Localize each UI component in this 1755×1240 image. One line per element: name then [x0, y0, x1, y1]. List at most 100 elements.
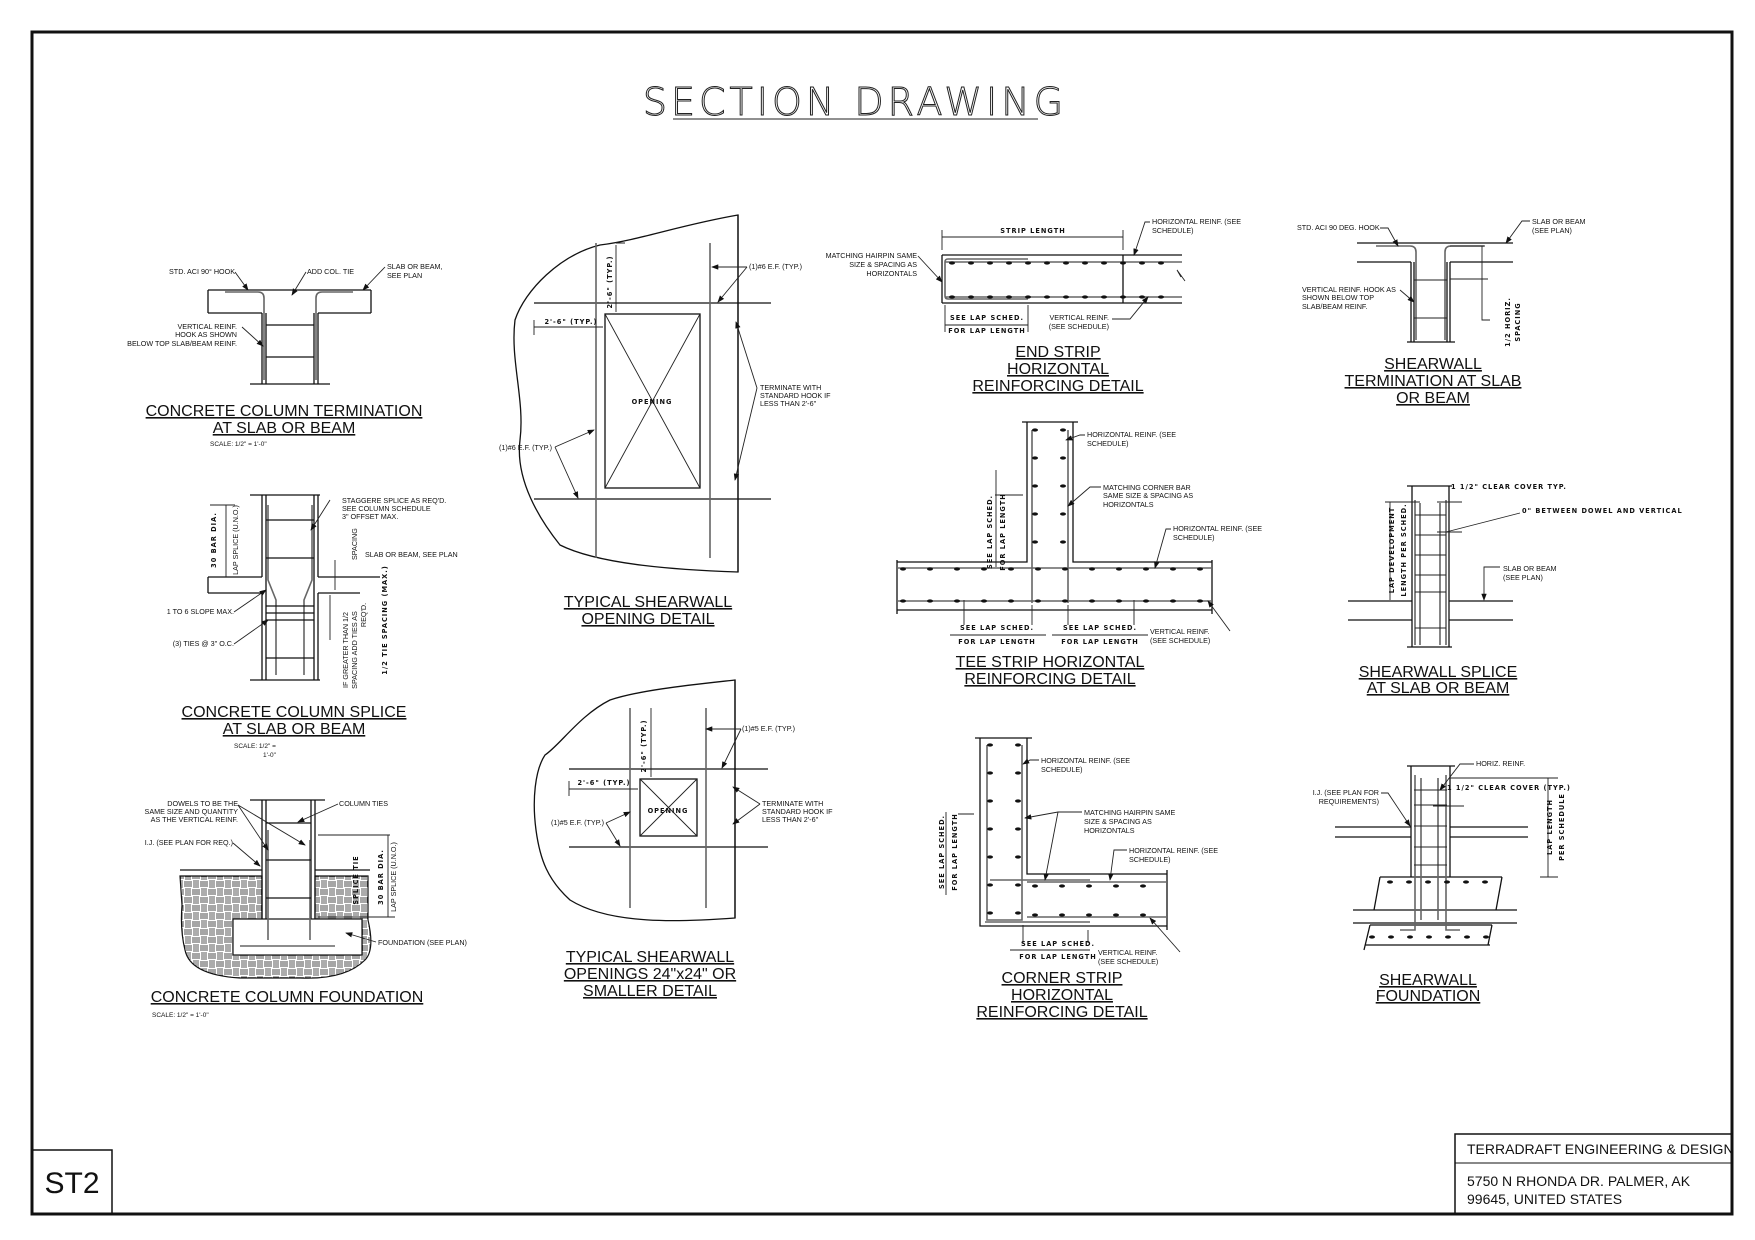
rebar-dot	[1032, 913, 1038, 917]
rebar-dot	[1035, 567, 1041, 571]
rebar-dot	[1060, 428, 1066, 432]
label: STANDARD HOOK IF	[760, 391, 831, 400]
rebar-dot	[1089, 599, 1095, 603]
label: LAP LENGTH	[1546, 799, 1554, 855]
rebar-dot	[1006, 261, 1012, 265]
label: VERTICAL REINF. HOOK AS	[1302, 285, 1396, 294]
rebar-dot	[900, 599, 906, 603]
detail-scale: SCALE: 1/2" = 1'-0"	[210, 441, 267, 448]
rebar-dot	[949, 295, 955, 299]
label: STD. ACI 90 DEG. HOOK	[1297, 223, 1380, 232]
label: (SEE SCHEDULE)	[1098, 957, 1158, 966]
rebar-dot	[927, 599, 933, 603]
label: LESS THAN 2'-6"	[762, 815, 819, 824]
label: SIZE & SPACING AS	[1084, 817, 1152, 826]
rebar-dot	[1170, 599, 1176, 603]
label: IF GREATER THAN 1/2	[341, 612, 350, 688]
label: STD. ACI 90° HOOK	[169, 267, 235, 276]
rebar-dot	[1170, 567, 1176, 571]
detail-title: CONCRETE COLUMN FOUNDATION	[151, 989, 424, 1006]
label: HORIZONTALS	[1103, 500, 1154, 509]
label: (3) TIES @ 3" O.C.	[173, 639, 234, 648]
rebar-dot	[1015, 911, 1021, 915]
rebar-dots	[987, 743, 1146, 917]
detail-title: REINFORCING DETAIL	[972, 378, 1143, 395]
label: PER SCHEDULE	[1558, 793, 1566, 861]
rebar-dot	[1086, 884, 1092, 888]
rebar-dot	[1116, 599, 1122, 603]
label: SEE COLUMN SCHEDULE	[342, 504, 431, 513]
detail-tee-strip: HORIZONTAL REINF. (SEE SCHEDULE) MATCHIN…	[896, 421, 1262, 688]
label: LENGTH PER SCHED.	[1400, 503, 1408, 596]
detail-shearwall-small-opening: (1)#5 E.F. (TYP.) TERMINATE WITH STANDAR…	[533, 679, 833, 1000]
rebar-dot	[987, 855, 993, 859]
label: SCHEDULE)	[1152, 226, 1194, 235]
label: 1/2 TIE SPACING (MAX.)	[381, 565, 389, 675]
label: SLAB OR BEAM	[1532, 217, 1586, 226]
label: HORIZONTAL REINF. (SEE	[1041, 756, 1130, 765]
label: LAP DEVELOPMENT	[1388, 507, 1396, 594]
rebar-dot	[1158, 295, 1164, 299]
label: DOWELS TO BE THE	[167, 799, 238, 808]
rebar-dot	[1015, 855, 1021, 859]
rebar-dot	[1063, 261, 1069, 265]
label: 30 BAR DIA.	[377, 849, 385, 905]
opening-label: OPENING	[648, 807, 689, 815]
dimension-label: 2'-6" (TYP.)	[577, 779, 630, 787]
rebar-dot	[1032, 540, 1038, 544]
label: LESS THAN 2'-6"	[760, 399, 817, 408]
label: HOOK AS SHOWN	[175, 330, 237, 339]
label: SAME SIZE AND QUANTITY	[145, 807, 239, 816]
rebar-dot	[1032, 484, 1038, 488]
label: HORIZONTAL REINF. (SEE	[1087, 430, 1176, 439]
rebar-dot	[1025, 295, 1031, 299]
rebar-dot	[1015, 743, 1021, 747]
label: SLAB OR BEAM,	[387, 262, 443, 271]
rebar-dot	[987, 911, 993, 915]
label: SPACING ADD TIES AS	[350, 611, 359, 689]
rebar-dot	[1197, 567, 1203, 571]
label: I.J. (SEE PLAN FOR	[1313, 788, 1379, 797]
label: MATCHING HAIRPIN SAME	[826, 251, 918, 260]
label: SLAB OR BEAM, SEE PLAN	[365, 550, 458, 559]
rebar-dot	[1425, 880, 1431, 884]
detail-corner-strip: HORIZONTAL REINF. (SEE SCHEDULE) MATCHIN…	[938, 737, 1218, 1021]
label: SPLICE TIE	[352, 855, 360, 904]
rebar-dot	[1082, 261, 1088, 265]
rebar-dot	[1059, 913, 1065, 917]
rebar-dot	[1139, 261, 1145, 265]
detail-title: AT SLAB OR BEAM	[1367, 680, 1510, 697]
rebar-dot	[987, 295, 993, 299]
dimension-label: SEE LAP SCHED.	[1021, 940, 1095, 948]
rebar-dot	[987, 799, 993, 803]
rebar-dot	[1120, 295, 1126, 299]
detail-title: SMALLER DETAIL	[583, 983, 717, 1000]
dimension-label: 2'-6" (TYP.)	[544, 318, 597, 326]
label: SCHEDULE)	[1087, 439, 1129, 448]
label: (1)#6 E.F. (TYP.)	[749, 262, 802, 271]
label: 3" OFFSET MAX.	[342, 512, 398, 521]
rebar-dot	[1044, 261, 1050, 265]
rebar-dot	[1197, 599, 1203, 603]
detail-title: CORNER STRIP	[1002, 970, 1123, 987]
rebar-dot	[1062, 599, 1068, 603]
rebar-dot	[1143, 599, 1149, 603]
label: (SEE SCHEDULE)	[1150, 636, 1210, 645]
sheet-number: ST2	[44, 1167, 99, 1200]
label: 1/2 HORIZ.	[1504, 297, 1512, 347]
label: I.J. (SEE PLAN FOR REQ.)	[145, 838, 233, 847]
detail-title: AT SLAB OR BEAM	[223, 721, 366, 738]
address-line-1: 5750 N RHONDA DR. PALMER, AK	[1467, 1173, 1691, 1189]
title-block: TERRADRAFT ENGINEERING & DESIGN 5750 N R…	[1454, 1133, 1734, 1215]
rebar-dots	[949, 261, 1164, 299]
detail-shearwall-splice: 1 1/2" CLEAR COVER TYP. 0" BETWEEN DOWEL…	[1348, 483, 1682, 697]
detail-title: TYPICAL SHEARWALL	[564, 594, 732, 611]
rebar-dot	[1032, 456, 1038, 460]
detail-title: TEE STRIP HORIZONTAL	[956, 654, 1145, 671]
label: 1 1/2" CLEAR COVER (TYP.)	[1447, 784, 1571, 792]
detail-title: CONCRETE COLUMN SPLICE	[182, 704, 407, 721]
rebar-dot	[954, 599, 960, 603]
rebar-dot	[987, 827, 993, 831]
label: SHOWN BELOW TOP	[1302, 293, 1374, 302]
